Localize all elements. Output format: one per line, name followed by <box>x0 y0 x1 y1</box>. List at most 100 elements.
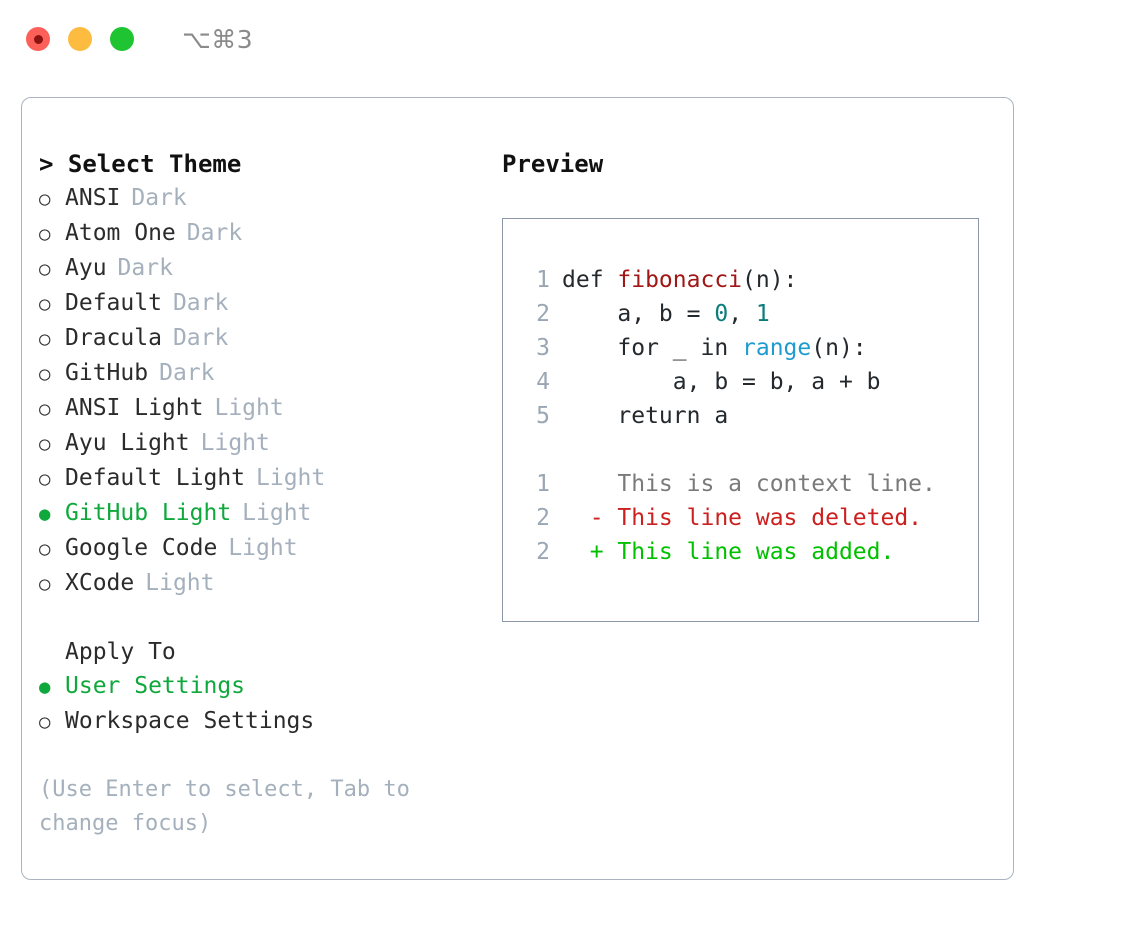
line-number: 5 <box>536 403 550 429</box>
radio-unselected-icon: ○ <box>39 398 51 420</box>
theme-option-label: GitHub Light <box>65 500 232 526</box>
theme-option-github-light[interactable]: ● GitHub Light Light <box>39 496 502 531</box>
theme-variant-tag: Light <box>145 570 215 596</box>
keyboard-shortcut-label: ⌥⌘3 <box>182 24 254 54</box>
radio-unselected-icon: ○ <box>39 328 51 350</box>
code-line: 5 return a <box>522 399 978 433</box>
code-token: fibonacci <box>617 267 743 293</box>
line-number: 1 <box>536 471 550 497</box>
apply-to-option-label: Workspace Settings <box>65 708 315 734</box>
line-number: 2 <box>536 539 550 565</box>
theme-option-label: Google Code <box>65 535 218 561</box>
radio-unselected-icon: ○ <box>39 711 51 733</box>
apply-to-list[interactable]: ●User Settings ○ Workspace Settings <box>39 669 502 739</box>
diff-marker: - <box>562 505 604 531</box>
theme-option-label: Default <box>65 290 162 316</box>
radio-unselected-icon: ○ <box>39 538 51 560</box>
theme-option-label: Dracula <box>65 325 162 351</box>
theme-option-label: Atom One <box>65 220 176 246</box>
theme-variant-tag: Light <box>242 500 312 526</box>
apply-to-option-user-settings[interactable]: ●User Settings <box>39 669 502 704</box>
code-spacer <box>522 433 978 467</box>
theme-option-label: XCode <box>65 570 135 596</box>
code-token: return a <box>562 403 729 429</box>
spacer <box>39 601 502 635</box>
code-line-text: a, b = 0, 1 <box>562 297 770 331</box>
code-line: 2 a, b = 0, 1 <box>522 297 978 331</box>
keyboard-hint: (Use Enter to select, Tab to change focu… <box>39 777 410 836</box>
title-bar: ⌥⌘3 <box>0 0 1140 78</box>
diff-line-add: 2 + This line was added. <box>522 535 978 569</box>
radio-unselected-icon: ○ <box>39 293 51 315</box>
minimize-button[interactable] <box>68 27 92 51</box>
theme-option-google-code[interactable]: ○ Google Code Light <box>39 531 502 566</box>
theme-variant-tag: Dark <box>172 290 229 316</box>
theme-option-default[interactable]: ○ Default Dark <box>39 286 502 321</box>
code-line-text: return a <box>562 399 728 433</box>
apply-to-option-workspace-settings[interactable]: ○ Workspace Settings <box>39 704 502 739</box>
radio-unselected-icon: ○ <box>39 223 51 245</box>
code-token: for _ in <box>562 335 743 361</box>
code-token: a, b = b, a + b <box>562 369 881 395</box>
theme-variant-tag: Light <box>256 465 326 491</box>
radio-selected-icon: ● <box>39 676 51 698</box>
code-token: a, b = <box>562 301 715 327</box>
line-number: 4 <box>536 369 550 395</box>
maximize-button[interactable] <box>110 27 134 51</box>
line-number: 1 <box>536 267 550 293</box>
radio-unselected-icon: ○ <box>39 573 51 595</box>
window-controls <box>26 27 134 51</box>
radio-unselected-icon: ○ <box>39 468 51 490</box>
diff-marker: + <box>562 539 604 565</box>
theme-option-label: Ayu Light <box>65 430 190 456</box>
code-token: 1 <box>755 301 770 327</box>
radio-unselected-icon: ○ <box>39 188 51 210</box>
theme-option-github[interactable]: ○ GitHub Dark <box>39 356 502 391</box>
code-token: 0 <box>714 301 729 327</box>
theme-option-ansi-light[interactable]: ○ ANSI Light Light <box>39 391 502 426</box>
code-token: def <box>562 267 618 293</box>
line-number: 2 <box>536 505 550 531</box>
diff-line-ctx: 1 This is a context line. <box>522 467 978 501</box>
code-token: (n): <box>811 335 867 361</box>
theme-option-label: GitHub <box>65 360 149 386</box>
theme-variant-tag: Light <box>228 535 298 561</box>
theme-option-label: ANSI Light <box>65 395 204 421</box>
theme-option-xcode[interactable]: ○ XCode Light <box>39 566 502 601</box>
radio-unselected-icon: ○ <box>39 363 51 385</box>
theme-variant-tag: Dark <box>131 185 187 211</box>
diff-block: 1 This is a context line. 2 - This line w… <box>522 467 978 569</box>
diff-line-text: This line was deleted. <box>603 505 923 531</box>
theme-variant-tag: Dark <box>159 360 215 386</box>
code-token: , <box>728 301 756 327</box>
line-number: 2 <box>536 301 550 327</box>
theme-variant-tag: Light <box>214 395 284 421</box>
page-title: > Select Theme <box>39 150 242 178</box>
close-button[interactable] <box>26 27 50 51</box>
code-line-text: a, b = b, a + b <box>562 365 881 399</box>
theme-variant-tag: Dark <box>117 255 173 281</box>
theme-option-atom-one[interactable]: ○ Atom One Dark <box>39 216 502 251</box>
apply-to-heading: Apply To <box>65 639 176 665</box>
diff-line-text: This line was added. <box>603 539 895 565</box>
theme-variant-tag: Dark <box>186 220 243 246</box>
code-line-text: def fibonacci(n): <box>562 263 797 297</box>
preview-heading: Preview <box>502 150 604 178</box>
radio-selected-icon: ● <box>39 503 51 525</box>
line-number: 3 <box>536 335 550 361</box>
theme-option-label: Ayu <box>65 255 107 281</box>
code-line-text: for _ in range(n): <box>562 331 867 365</box>
code-token: (n): <box>742 267 798 293</box>
